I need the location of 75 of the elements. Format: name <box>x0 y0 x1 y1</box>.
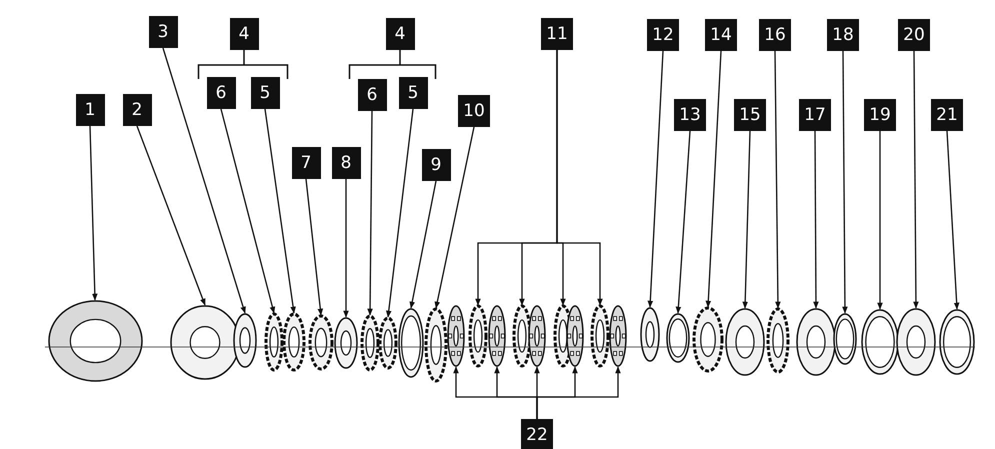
bearing-drawing <box>334 317 358 369</box>
leader-line <box>220 108 276 314</box>
callout-number: 18 <box>827 19 859 51</box>
callout-number: 11 <box>541 18 573 50</box>
gear-drawing <box>379 317 397 369</box>
leader-line <box>136 126 206 306</box>
gear-drawing <box>283 313 305 371</box>
ring-drawing <box>666 313 690 363</box>
leader-line <box>343 179 349 318</box>
callout-number: 6 <box>358 79 386 111</box>
callout-number: 8 <box>332 147 360 179</box>
leader-line <box>676 130 691 314</box>
callout-number: 21 <box>931 99 963 131</box>
leader-line <box>813 131 819 309</box>
callout-number: 14 <box>705 19 737 51</box>
bearing-drawing <box>896 308 936 376</box>
bearing-drawing <box>233 313 257 368</box>
leader-line <box>913 51 919 309</box>
drum-drawing <box>48 300 142 382</box>
gear-drawing <box>425 308 447 382</box>
callout-number: 10 <box>458 95 490 127</box>
leader-line <box>409 180 437 309</box>
callout-number: 17 <box>799 99 831 131</box>
callout-number: 7 <box>292 147 320 179</box>
leader-line <box>706 50 722 308</box>
leader-line <box>305 178 324 316</box>
leader-line <box>434 126 475 309</box>
callout-number: 1 <box>76 94 104 126</box>
ring-drawing <box>833 313 857 365</box>
leader-line <box>877 131 883 310</box>
callout-number: 20 <box>898 19 930 51</box>
callout-number: 13 <box>674 99 706 131</box>
leader-line <box>842 51 848 314</box>
leader-line <box>536 366 621 419</box>
callout-number: 5 <box>250 77 280 109</box>
callout-number: 4 <box>386 18 414 50</box>
callout-number: 9 <box>422 149 450 181</box>
gear-drawing <box>767 308 789 373</box>
callout-number: 15 <box>734 99 766 131</box>
bearing-drawing <box>640 307 660 362</box>
leader-line <box>264 108 296 314</box>
gear-drawing <box>693 307 723 372</box>
leader-line <box>89 126 98 301</box>
leader-line <box>556 50 603 306</box>
clutch-plate-drawing <box>566 305 584 367</box>
leader-line <box>367 111 373 316</box>
leader-line <box>774 51 781 309</box>
bearing-drawing <box>725 308 765 376</box>
bearing-drawing <box>796 308 836 376</box>
leader-line <box>742 130 751 309</box>
callout-number: 12 <box>647 19 679 51</box>
gear-drawing <box>265 313 283 371</box>
callout-number: 19 <box>864 99 896 131</box>
ring-drawing <box>398 308 424 378</box>
callout-number: 4 <box>230 18 258 50</box>
clutch-plate-drawing <box>488 305 506 367</box>
leader-line <box>946 130 960 310</box>
gear-drawing <box>591 305 609 367</box>
gear-drawing <box>309 315 333 370</box>
gear-drawing <box>469 305 487 367</box>
clutch-plate-drawing <box>447 305 465 367</box>
callout-number: 16 <box>759 19 791 51</box>
leader-line <box>386 108 414 318</box>
callout-number: 6 <box>206 77 236 109</box>
callout-number: 3 <box>148 16 178 48</box>
callout-number: 2 <box>122 94 152 126</box>
clutch-plate-drawing <box>609 305 627 367</box>
callout-number: 5 <box>398 77 428 109</box>
callout-number: 22 <box>521 419 553 449</box>
leader-line <box>648 50 664 308</box>
ring-drawing <box>939 309 975 375</box>
gear-drawing <box>361 315 379 371</box>
ring-drawing <box>861 309 899 375</box>
clutch-plate-drawing <box>528 305 546 367</box>
leader-line <box>162 48 246 314</box>
